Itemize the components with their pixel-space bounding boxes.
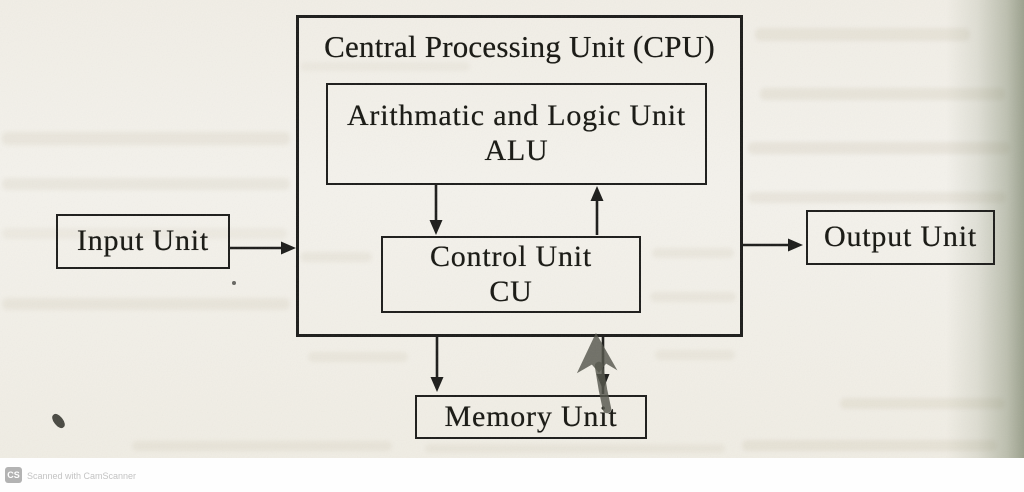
watermark-text: Scanned with CamScanner xyxy=(27,471,137,481)
alu-box: Arithmatic and Logic Unit ALU xyxy=(326,83,707,185)
memory-unit-box: Memory Unit xyxy=(415,395,647,439)
output-unit-label: Output Unit xyxy=(824,220,977,254)
input-unit-label: Input Unit xyxy=(76,224,210,258)
output-unit-box: Output Unit xyxy=(806,210,995,265)
input-unit-box: Input Unit xyxy=(56,214,230,269)
ink-speck xyxy=(50,411,67,431)
control-unit-box: Control Unit CU xyxy=(381,236,641,313)
alu-label-line2: ALU xyxy=(484,134,549,167)
alu-label-line1: Arithmatic and Logic Unit xyxy=(346,99,687,133)
cpu-title: Central Processing Unit (CPU) xyxy=(324,29,715,64)
control-unit-label-line1: Control Unit xyxy=(429,239,593,273)
ink-speck xyxy=(232,281,236,285)
control-unit-label-line2: CU xyxy=(489,274,533,308)
camscanner-logo: CS xyxy=(5,467,22,483)
scanner-bar: CS Scanned with CamScanner xyxy=(0,458,1024,492)
memory-unit-label: Memory Unit xyxy=(444,399,618,433)
